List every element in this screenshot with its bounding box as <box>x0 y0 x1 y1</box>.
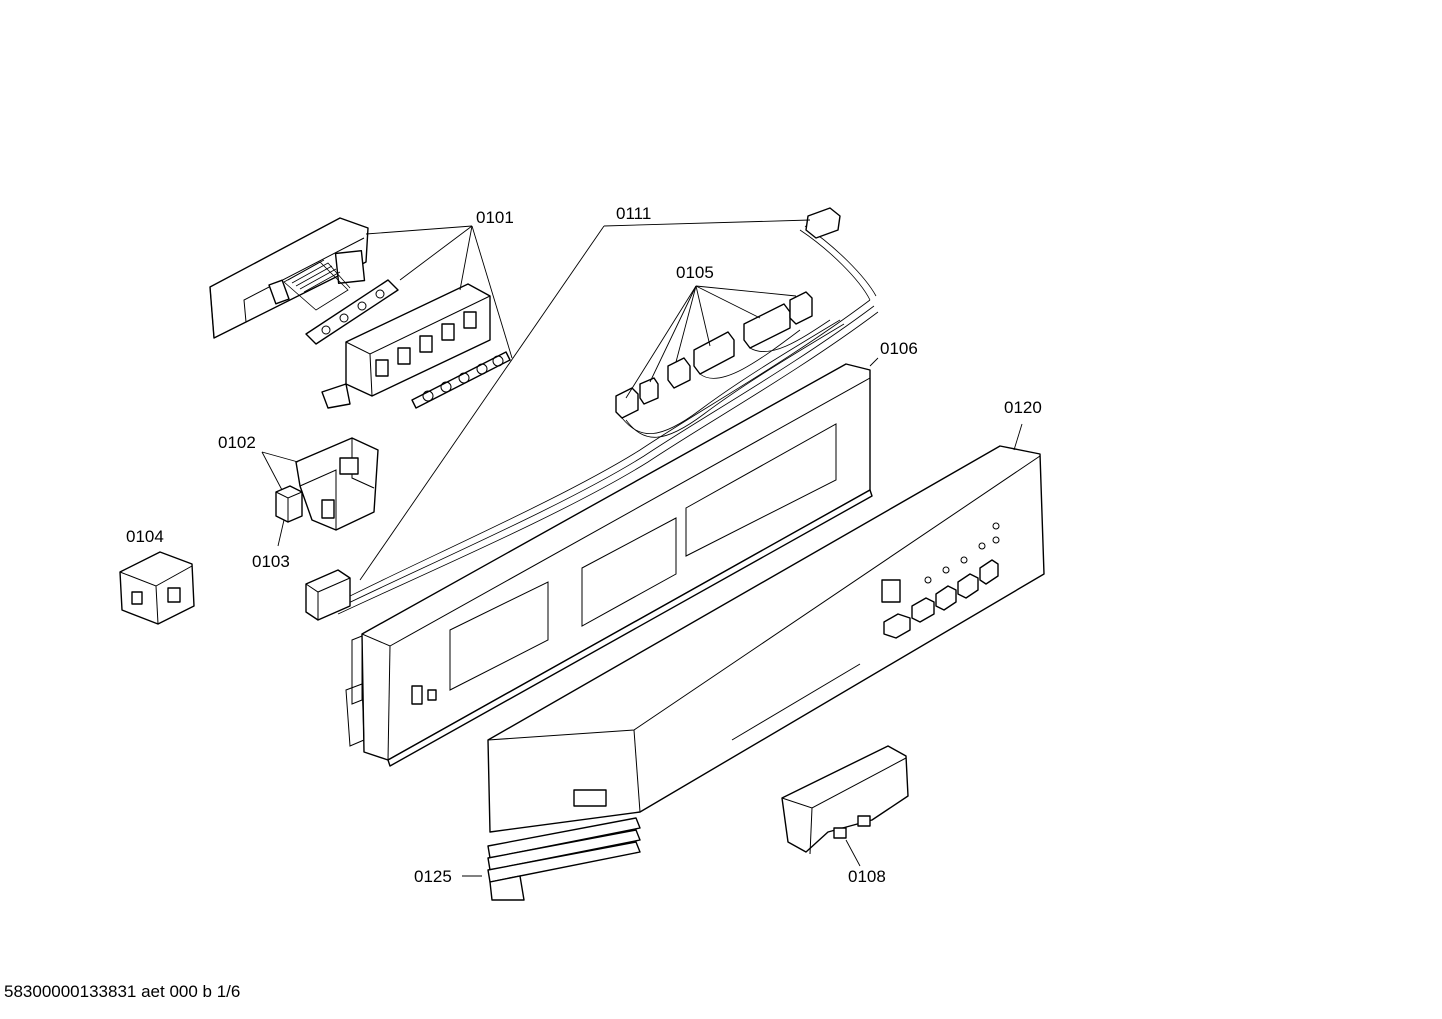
label-0101: 0101 <box>476 208 514 227</box>
part-0120-front-panel[interactable] <box>487 445 1045 833</box>
label-0120: 0120 <box>1004 398 1042 417</box>
part-0103-relay[interactable] <box>275 485 303 523</box>
part-0111-wiring-harness[interactable] <box>305 207 879 621</box>
label-0105: 0105 <box>676 263 714 282</box>
part-0105-connectors[interactable] <box>615 291 845 438</box>
label-0102: 0102 <box>218 433 256 452</box>
label-0125: 0125 <box>414 867 452 886</box>
label-0108: 0108 <box>848 867 886 886</box>
label-0104: 0104 <box>126 527 164 546</box>
label-0106: 0106 <box>880 339 918 358</box>
drawing-reference: 58300000133831 aet 000 b 1/6 <box>4 982 240 1001</box>
part-0104-module[interactable] <box>119 551 195 625</box>
label-0111: 0111 <box>616 204 651 223</box>
leader-lines <box>261 219 1023 877</box>
part-0102-switch-assembly[interactable] <box>295 437 379 531</box>
part-0101-control-module[interactable] <box>209 217 511 409</box>
part-0108-handle[interactable] <box>781 745 909 855</box>
button-row <box>883 559 999 639</box>
part-labels: 0101 0111 0105 0106 0120 0102 0103 0104 … <box>126 204 1042 886</box>
label-0103: 0103 <box>252 552 290 571</box>
part-0125-strip[interactable] <box>487 817 641 901</box>
part-0106-fascia-frame[interactable] <box>345 363 873 767</box>
